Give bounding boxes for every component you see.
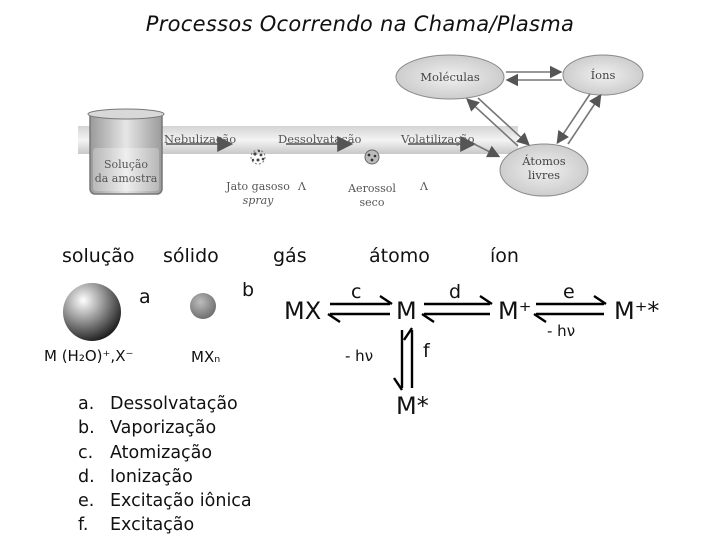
legend-letter: c. <box>78 442 94 463</box>
legend-item: f. Excitação <box>78 513 252 537</box>
molecules-label: Moléculas <box>420 70 480 84</box>
aerosol-label-1: Aerossol <box>347 182 396 195</box>
beaker-label-1: Solução <box>104 158 148 171</box>
state-solid: sólido <box>163 245 219 267</box>
page-title: Processos Ocorrendo na Chama/Plasma <box>145 12 575 36</box>
equilibrium-arrow-c <box>327 295 393 323</box>
desolvation-label: Dessolvatação <box>278 132 362 146</box>
state-solution: solução <box>62 245 135 267</box>
equilibrium-arrow-d <box>421 295 493 323</box>
solid-formula: MXₙ <box>191 348 221 366</box>
aerosol-label-2: seco <box>360 196 385 209</box>
step-c: c <box>351 281 362 303</box>
solid-particle-icon <box>190 293 216 319</box>
solution-droplet-icon <box>63 283 121 341</box>
legend-letter: d. <box>78 466 95 487</box>
flame-process-illustration: Solução da amostra Nebulização Dessolvat… <box>78 54 644 209</box>
beaker-label-2: da amostra <box>95 172 158 185</box>
emission-hv-1: - hν <box>345 347 374 365</box>
lambda-mark-1: Λ <box>297 180 307 193</box>
legend-letter: f. <box>78 515 89 536</box>
step-d: d <box>449 281 462 303</box>
equilibrium-arrow-e <box>533 295 607 323</box>
lambda-mark-2: Λ <box>419 180 429 193</box>
free-atoms-cloud <box>499 143 589 197</box>
free-atoms-label-2: livres <box>528 168 560 182</box>
step-f: f <box>423 340 430 362</box>
legend-text: Ionização <box>110 466 193 487</box>
state-gas: gás <box>273 245 307 267</box>
state-ion: íon <box>490 245 519 267</box>
step-a: a <box>139 286 151 308</box>
aerosol-icon <box>364 149 380 165</box>
legend-text: Excitação <box>110 515 195 536</box>
legend-text: Vaporização <box>110 418 217 439</box>
nebulization-label: Nebulização <box>164 132 236 146</box>
spray-label-2: spray <box>243 194 275 207</box>
free-atoms-label-1: Átomos <box>521 154 565 168</box>
step-b: b <box>242 279 255 301</box>
legend-item: d. Ionização <box>78 465 252 489</box>
legend-letter: b. <box>78 418 95 439</box>
legend-item: c. Atomização <box>78 441 252 465</box>
legend-letter: a. <box>78 394 95 414</box>
legend-text: Excitação iônica <box>110 491 252 512</box>
reaction-scheme <box>63 283 607 391</box>
spray-label-1: Jato gasoso <box>225 180 290 193</box>
legend-letter: e. <box>78 491 95 512</box>
cloud-arrows <box>466 65 602 158</box>
species-m-star: M* <box>396 392 429 420</box>
legend-text: Dessolvatação <box>110 394 238 414</box>
emission-hv-2: - hν <box>547 322 576 340</box>
step-e: e <box>563 281 575 303</box>
spray-droplets-icon <box>250 149 266 165</box>
species-m-plus-star: M⁺* <box>614 297 660 325</box>
legend-item: e. Excitação iônica <box>78 489 252 513</box>
process-legend: a. Dessolvatação b. Vaporização c. Atomizaç… <box>78 392 252 538</box>
species-m: M <box>396 297 417 325</box>
legend-text: Atomização <box>110 442 213 463</box>
legend-item: a. Dessolvatação <box>78 392 252 416</box>
solution-formula: M (H₂O)⁺,X⁻ <box>44 347 134 365</box>
molecules-cloud <box>395 54 505 100</box>
equilibrium-arrow-f <box>393 327 414 391</box>
ions-label: Íons <box>591 68 616 82</box>
legend-item: b. Vaporização <box>78 416 252 440</box>
species-m-plus: M⁺ <box>498 297 532 325</box>
volatilization-label: Volatilização <box>400 132 475 146</box>
ions-cloud <box>562 54 644 96</box>
state-atom: átomo <box>369 245 430 267</box>
beaker-icon <box>87 108 165 195</box>
species-mx: MX <box>284 297 322 325</box>
